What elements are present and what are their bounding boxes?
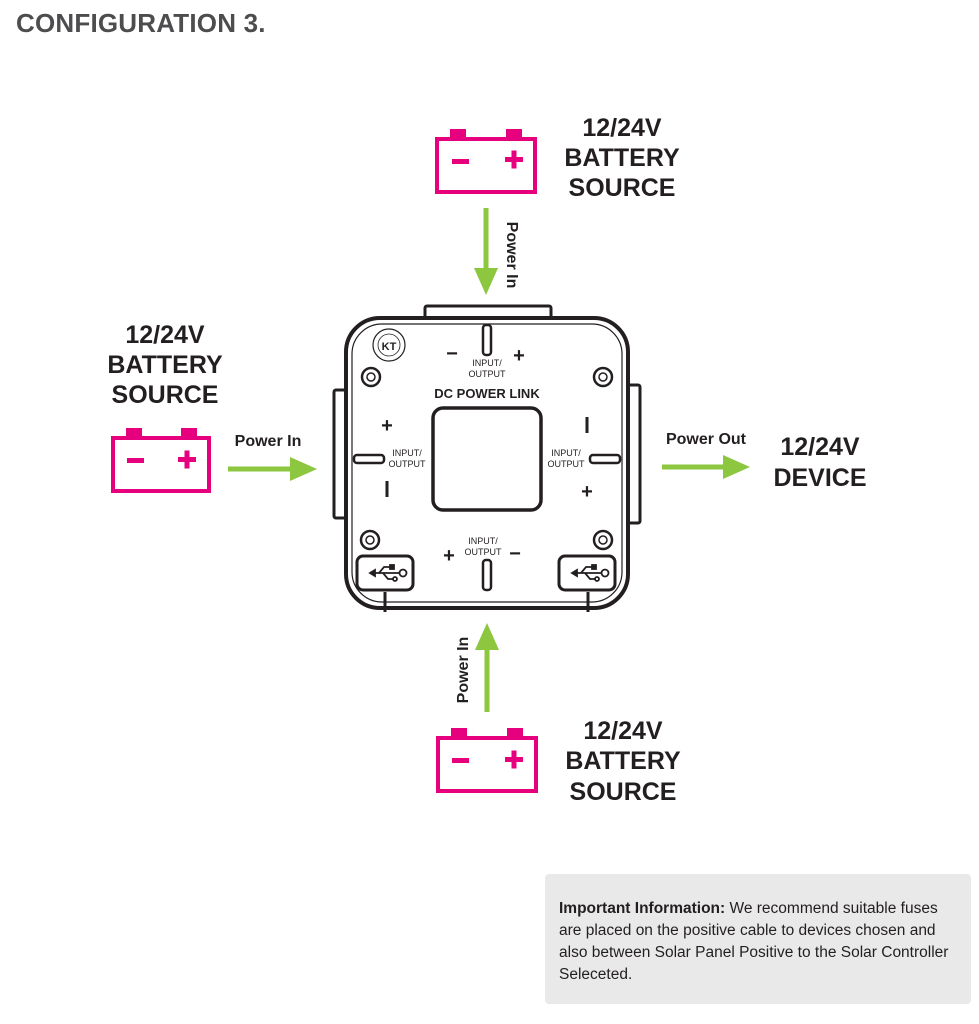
- usb-icon: [570, 564, 610, 582]
- port-right-label-1: INPUT/: [551, 448, 581, 458]
- battery-top-label-3: SOURCE: [569, 174, 676, 202]
- flow-label-bottom: Power In: [455, 637, 472, 704]
- port-right-minus: [585, 417, 589, 433]
- arrow-bottom: [475, 623, 499, 712]
- port-top-minus: −: [446, 343, 458, 365]
- battery-left-icon: [111, 428, 211, 493]
- arrow-top: [474, 208, 498, 295]
- port-left-label-2: OUTPUT: [389, 459, 427, 469]
- important-information-box: Important Information: We recommend suit…: [545, 874, 971, 1004]
- arrow-right: [662, 455, 750, 479]
- battery-bottom-label-1: 12/24V: [583, 717, 663, 745]
- port-left-label-1: INPUT/: [392, 448, 422, 458]
- port-left-minus: [385, 481, 389, 497]
- battery-top-icon: [435, 129, 537, 194]
- logo-text: KT: [382, 341, 397, 353]
- battery-bottom-label-2: BATTERY: [565, 747, 681, 775]
- battery-top-label-2: BATTERY: [564, 144, 680, 172]
- port-bottom-label-2: OUTPUT: [465, 547, 503, 557]
- page-title: CONFIGURATION 3.: [16, 8, 266, 38]
- battery-left-label-3: SOURCE: [112, 381, 219, 409]
- port-bottom-plus: +: [443, 545, 455, 567]
- hub-brand-label: DC POWER LINK: [434, 386, 540, 401]
- battery-left-label-2: BATTERY: [107, 351, 223, 379]
- port-bottom-label-1: INPUT/: [468, 536, 498, 546]
- info-text: We recommend suitable fuses are placed o…: [559, 900, 949, 983]
- port-right-plus: +: [581, 481, 593, 503]
- dc-power-link-hub: [332, 304, 642, 612]
- device-right-label-1: 12/24V: [780, 433, 860, 461]
- flow-label-right: Power Out: [666, 431, 747, 448]
- battery-bottom-icon: [436, 728, 538, 793]
- flow-label-left: Power In: [235, 433, 302, 450]
- battery-bottom-label-3: SOURCE: [570, 778, 677, 806]
- battery-top-label-1: 12/24V: [582, 114, 662, 142]
- battery-left-label-1: 12/24V: [125, 321, 205, 349]
- kt-logo: KT: [372, 328, 406, 362]
- port-bottom-minus: −: [509, 543, 521, 565]
- port-right-label-2: OUTPUT: [548, 459, 586, 469]
- port-top-label-2: OUTPUT: [469, 369, 507, 379]
- port-top-plus: +: [513, 345, 525, 367]
- usb-icon: [368, 564, 408, 582]
- device-right-label-2: DEVICE: [773, 464, 866, 492]
- info-heading: Important Information:: [559, 900, 726, 917]
- flow-label-top: Power In: [503, 222, 520, 289]
- arrow-left: [228, 457, 317, 481]
- port-top-label-1: INPUT/: [472, 358, 502, 368]
- port-left-plus: +: [381, 415, 393, 437]
